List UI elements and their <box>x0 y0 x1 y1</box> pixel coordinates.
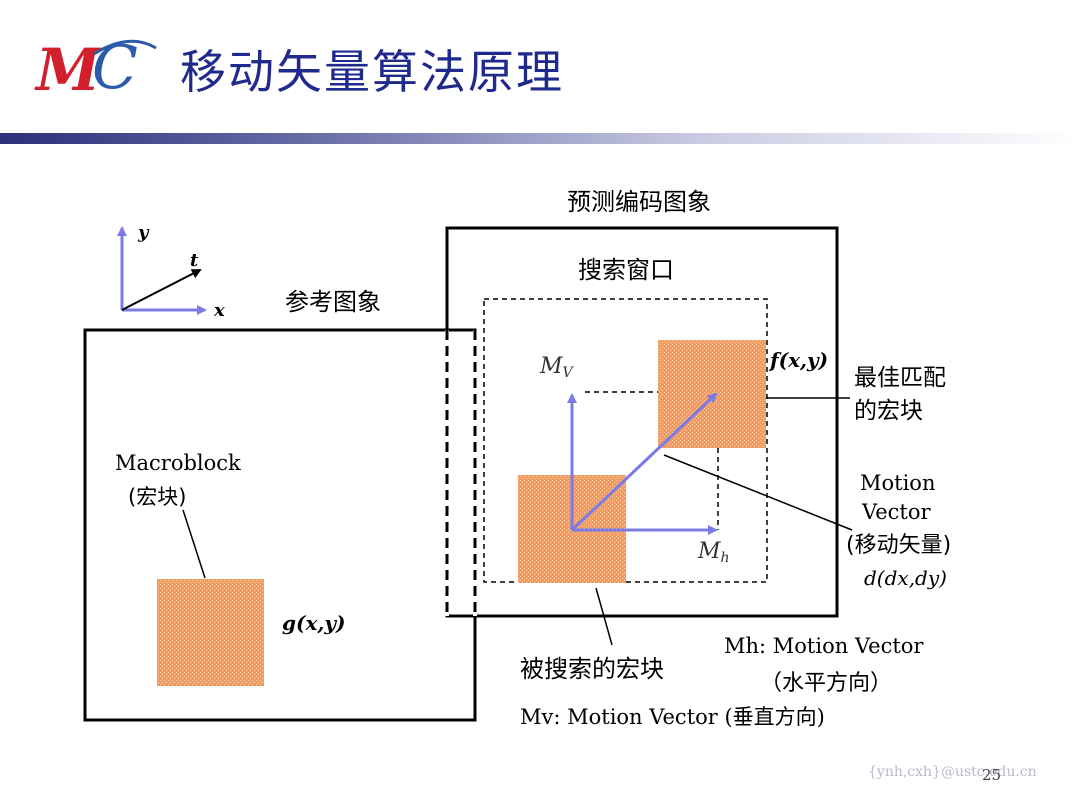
t-axis <box>121 269 202 311</box>
mh-note-direction: （水平方向） <box>760 671 892 696</box>
y-axis-label: y <box>137 222 150 243</box>
predicted-frame <box>445 226 839 618</box>
predicted-image-label: 预测编码图象 <box>567 188 711 216</box>
macroblock-pointer <box>182 509 206 579</box>
mv-note: Mv: Motion Vector (垂直方向) <box>520 705 825 729</box>
reference-image-label: 参考图象 <box>285 288 381 316</box>
coordinate-axes: y t x <box>117 222 225 321</box>
motion-vector-arrow <box>570 392 718 532</box>
d-vector-label: d(dx,dy) <box>864 566 947 590</box>
g-xy-label: g(x,y) <box>282 611 345 635</box>
motion-vector-label-1: Motion <box>860 471 935 495</box>
macroblock-label: Macroblock <box>115 451 241 475</box>
macroblock-label-cn: (宏块) <box>128 485 186 509</box>
mh-note: Mh: Motion Vector <box>724 634 924 658</box>
motion-vector-label-2: Vector <box>861 500 932 524</box>
header-divider <box>0 133 1080 144</box>
mv-label: MV <box>539 354 575 381</box>
mc-logo: M C <box>34 34 157 104</box>
motion-vector-pointer <box>663 454 853 531</box>
motion-vector-label-3: (移动矢量) <box>846 533 951 558</box>
best-match-label-2: 的宏块 <box>854 398 923 424</box>
best-match-label-1: 最佳匹配 <box>854 365 946 391</box>
f-xy-label: f(x,y) <box>768 348 828 372</box>
logo-letter-m: M <box>34 36 102 104</box>
searched-block-label: 被搜索的宏块 <box>520 655 664 683</box>
t-axis-label: t <box>190 250 199 271</box>
x-axis-label: x <box>213 300 225 321</box>
slide-title: 移动矢量算法原理 <box>180 45 564 99</box>
reference-macroblock <box>157 579 264 686</box>
search-window-label: 搜索窗口 <box>578 256 674 284</box>
searched-block-pointer <box>595 587 613 646</box>
reference-frame <box>83 328 477 722</box>
footer-email: {ynh,cxh}@ustc.edu.cn <box>868 764 1037 780</box>
logo-swoosh <box>93 39 157 56</box>
search-window <box>483 298 768 583</box>
mh-label: Mh <box>697 539 730 566</box>
page-number: 25 <box>982 766 1002 784</box>
